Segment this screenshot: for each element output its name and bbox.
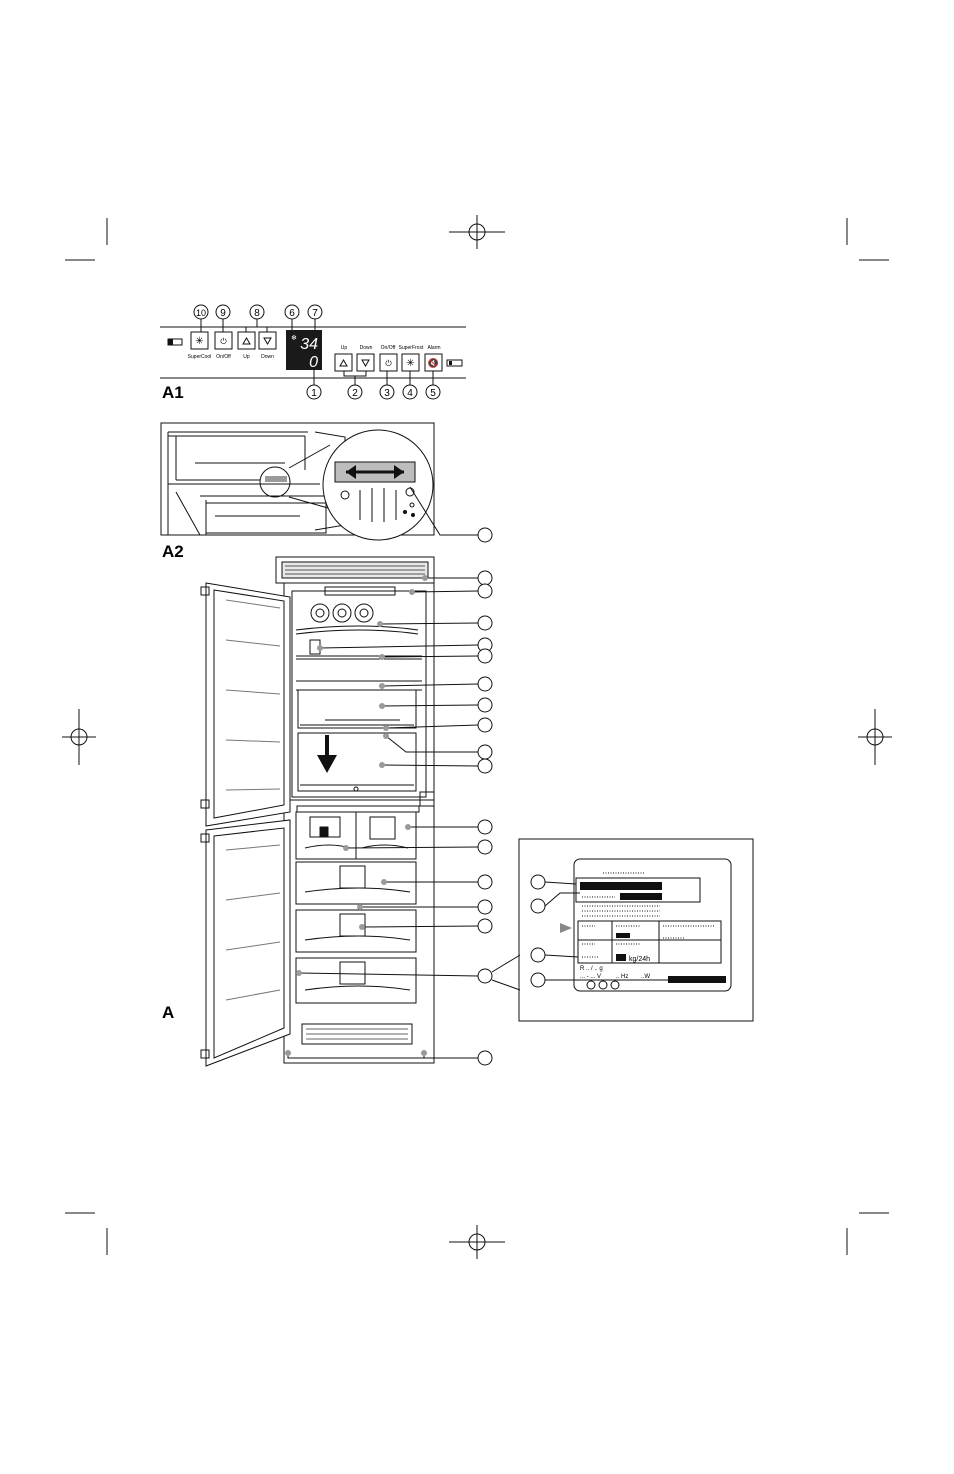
figure-label-a2: A2: [162, 542, 184, 561]
registration-mark-bottom: [449, 1225, 505, 1259]
registration-mark-left: [62, 709, 96, 765]
fridge-up-label: Up: [243, 354, 250, 360]
voltage-field: ... - ... V: [580, 974, 601, 980]
snowflake-icon: ✳: [195, 336, 203, 347]
callout-3: 3: [384, 388, 390, 399]
freezer-up-label: Up: [341, 345, 348, 351]
refrigerant-field: R .. / .. g: [580, 966, 603, 972]
callout-5: 5: [430, 388, 436, 399]
power-icon: ⏻: [220, 337, 227, 346]
fridge-temp-value: 34: [300, 336, 318, 353]
fridge-down-label: Down: [261, 354, 274, 360]
callout-1: 1: [311, 388, 317, 399]
pointer-arrow-icon: [560, 923, 572, 933]
supercool-label: SuperCool: [188, 354, 212, 360]
alarm-label: Alarm: [427, 345, 440, 351]
callout-circle: [478, 528, 492, 542]
freezer-up-button[interactable]: [335, 354, 352, 371]
superfrost-label: SuperFrost: [399, 345, 424, 351]
interior-detail-a2: [161, 423, 492, 542]
fridge-down-button[interactable]: [259, 332, 276, 349]
freezer-down-label: Down: [360, 345, 373, 351]
rating-plate-inset: [519, 839, 753, 1021]
power-icon: ⏻: [385, 359, 392, 368]
callout-7: 7: [312, 308, 318, 319]
fridge-symbol-icon: ❄: [291, 334, 297, 342]
callout-9: 9: [220, 308, 226, 319]
freezer-onoff-label: On/Off: [381, 345, 396, 351]
frequency-field: .. Hz: [616, 974, 628, 980]
callout-4: 4: [407, 388, 413, 399]
callout-10: 10: [196, 308, 206, 318]
power-field: ..W: [641, 974, 650, 980]
capacity-unit: kg/24h: [629, 956, 650, 963]
control-panel-a1: ✳ SuperCool ⏻ On/Off Up Down ❄ 34 0 Up D…: [160, 305, 466, 402]
freezer-temp-value: 0: [309, 354, 318, 371]
fridge-onoff-label: On/Off: [216, 354, 231, 360]
figure-label-a: A: [162, 1003, 174, 1022]
fridge-up-button[interactable]: [238, 332, 255, 349]
callout-8: 8: [254, 308, 260, 319]
crop-marks: [65, 218, 889, 1255]
callout-2: 2: [352, 388, 358, 399]
snowflake-icon: ✳: [406, 358, 414, 369]
callout-circles: [478, 571, 492, 1065]
registration-mark-right: [858, 709, 892, 765]
appliance-a: [201, 557, 434, 1066]
freezer-down-button[interactable]: [357, 354, 374, 371]
registration-mark-top: [449, 215, 505, 249]
callout-6: 6: [289, 308, 295, 319]
figure-label-a1: A1: [162, 383, 184, 402]
alarm-mute-icon: 🔇: [428, 357, 439, 368]
